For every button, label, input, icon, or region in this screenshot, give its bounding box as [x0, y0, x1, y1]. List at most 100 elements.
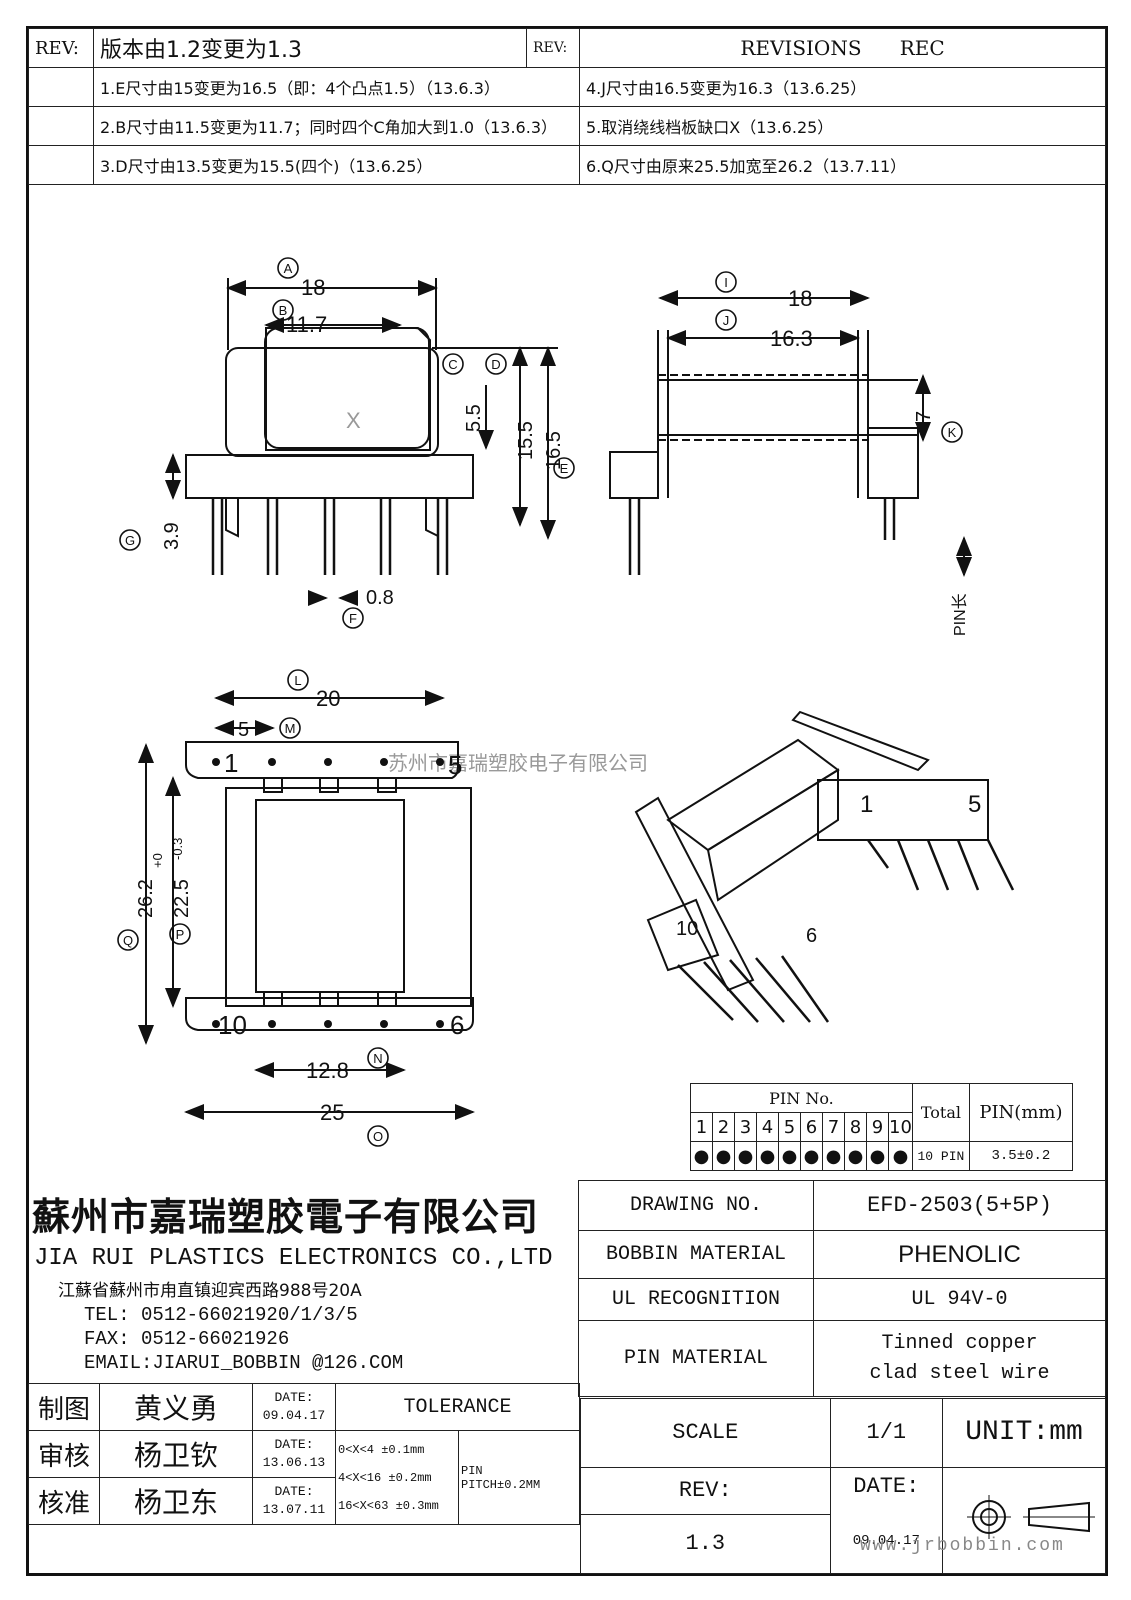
dim-m: 5 — [238, 719, 249, 741]
dim-16-5: 16.5 — [543, 431, 565, 470]
isometric-view: 1 5 10 6 — [634, 710, 1015, 1023]
pin-filled-dot: ● — [844, 1141, 867, 1171]
pin-filled-dot: ● — [822, 1141, 845, 1171]
dim-n: 12.8 — [306, 1058, 349, 1083]
dim-b: 11.7 — [286, 312, 327, 337]
revision-table: REV: 版本由1.2变更为1.3 REV: REVISIONS REC 1.E… — [28, 28, 1106, 185]
revision-item-5: 5.取消绕线档板缺口X（13.6.25） — [579, 106, 1106, 146]
dim-j: 16.3 — [770, 326, 813, 351]
marker-a: A — [284, 261, 293, 276]
dim-l: 20 — [316, 686, 340, 711]
pin-no-header: PIN No. — [690, 1083, 913, 1113]
marker-n: N — [373, 1051, 382, 1066]
pin-filled-dot: ● — [690, 1141, 713, 1171]
company-block: 蘇州市嘉瑞塑胶電子有限公司 JIA RUI PLASTICS ELECTRONI… — [28, 1180, 578, 1385]
date-approver: DATE:13.07.11 — [252, 1477, 336, 1525]
pin-number: 4 — [756, 1112, 779, 1142]
dim-15-5: 15.5 — [515, 421, 537, 460]
rev-value-footer: 1.3 — [580, 1513, 831, 1575]
dim-f: 0.8 — [366, 587, 394, 609]
bobbin-material-value: PHENOLIC — [813, 1230, 1106, 1279]
pin-number: 7 — [822, 1112, 845, 1142]
marker-j: J — [723, 313, 730, 328]
pin-mm-header: PIN(mm) — [968, 1083, 1073, 1142]
revision-item-1: 1.E尺寸由15变更为16.5（即：4个凸点1.5）（13.6.3） — [93, 67, 580, 107]
dim-k: 7 — [913, 411, 935, 422]
company-address: 江蘇省蘇州市甪直镇迎宾西路988号20A — [58, 1281, 362, 1301]
pin-filled-dot: ● — [866, 1141, 889, 1171]
dim-g: 3.9 — [161, 522, 183, 550]
tol-plus: +0 — [150, 853, 165, 868]
total-value: 10 PIN — [911, 1141, 970, 1171]
drawing-no-label: DRAWING NO. — [578, 1180, 814, 1231]
marker-q: Q — [123, 933, 133, 948]
role-drafter: 制图 — [28, 1383, 100, 1431]
date-drafter: DATE:09.04.17 — [252, 1383, 336, 1431]
pin-number: 1 — [690, 1112, 713, 1142]
pin-10-label: 10 — [218, 1010, 247, 1040]
tolerance-header: TOLERANCE — [335, 1383, 580, 1431]
revision-item-6: 6.Q尺寸由原来25.5加宽至26.2（13.7.11） — [579, 145, 1106, 185]
rev-label: REV: — [28, 28, 94, 68]
marker-g: G — [125, 533, 135, 548]
dim-q: 26.2 — [135, 879, 157, 918]
marker-d: D — [491, 357, 500, 372]
dim-a: 18 — [301, 275, 325, 300]
pin-number: 5 — [778, 1112, 801, 1142]
pin-number: 6 — [800, 1112, 823, 1142]
watermark-text: 苏州市嘉瑞塑胶电子有限公司 — [388, 752, 648, 775]
scale-rev-table: SCALE 1/1 UNIT:mm REV: DATE: 09.04.17 1.… — [580, 1398, 1106, 1575]
pin-length-value: 3.5±0.2 — [968, 1141, 1073, 1171]
marker-p: P — [176, 927, 185, 942]
ul-recognition-label: UL RECOGNITION — [578, 1278, 814, 1321]
circle-markers — [117, 257, 963, 1147]
pin-number: 3 — [734, 1112, 757, 1142]
pin-6-label: 6 — [450, 1010, 464, 1040]
website: www.jrbobbin.com — [860, 1536, 1065, 1556]
rev-label-footer: REV: — [580, 1466, 831, 1515]
pin-filled-dot: ● — [756, 1141, 779, 1171]
company-name-en: JIA RUI PLASTICS ELECTRONICS CO.,LTD — [34, 1245, 553, 1272]
marker-b: B — [279, 303, 288, 318]
dim-i: 18 — [788, 286, 812, 311]
pin-number: 8 — [844, 1112, 867, 1142]
marker-i: I — [724, 275, 728, 290]
pin-1-label: 1 — [224, 748, 238, 778]
drawing-no-value: EFD-2503(5+5P) — [813, 1180, 1106, 1231]
marker-f: F — [349, 611, 357, 626]
scale-label: SCALE — [580, 1398, 831, 1468]
dim-p: 22.5 — [171, 879, 193, 918]
pin-number: 2 — [712, 1112, 735, 1142]
name-approver: 杨卫东 — [99, 1477, 253, 1525]
revision-item-4: 4.J尺寸由16.5变更为16.3（13.6.25） — [579, 67, 1106, 107]
revisions-header: REVISIONS REC — [579, 28, 1106, 68]
bottom-view: 20 5 1 5 10 6 12.8 25 26.2 22.5 +0 -0.3 — [135, 686, 475, 1125]
drawing-frame — [26, 26, 1108, 1576]
revision-item-3: 3.D尺寸由13.5变更为15.5(四个)（13.6.25） — [93, 145, 580, 185]
pin-filled-dot: ● — [888, 1141, 913, 1171]
pin-material-value: Tinned copper clad steel wire — [813, 1320, 1106, 1397]
version-change: 版本由1.2变更为1.3 — [93, 28, 527, 68]
x-mark: X — [346, 408, 361, 433]
pin-filled-dot: ● — [734, 1141, 757, 1171]
pin-filled-dot: ● — [712, 1141, 735, 1171]
iso-pin-10: 10 — [676, 918, 698, 940]
rev-label-2: REV: — [526, 28, 580, 68]
iso-pin-1: 1 — [860, 791, 873, 818]
date-block: DATE: 09.04.17 — [829, 1466, 944, 1575]
dim-o: 25 — [320, 1100, 344, 1125]
front-view: 0.8 18 11.7 X 5.5 15.5 16.5 3.9 — [161, 275, 565, 609]
role-approver: 核准 — [28, 1477, 100, 1525]
pin-5-label: 5 — [448, 750, 462, 780]
company-name-cn: 蘇州市嘉瑞塑胶電子有限公司 — [32, 1194, 540, 1239]
projection-symbol — [942, 1466, 1106, 1575]
marker-e: E — [560, 461, 569, 476]
spec-table: DRAWING NO. EFD-2503(5+5P) BOBBIN MATERI… — [578, 1180, 1106, 1397]
marker-l: L — [294, 673, 301, 688]
name-drafter: 黄义勇 — [99, 1383, 253, 1431]
pin-table: PIN No. Total PIN(mm) 1 2 3 4 5 6 7 8 9 … — [690, 1083, 1073, 1171]
iso-pin-6: 6 — [806, 925, 817, 947]
scale-value: 1/1 — [829, 1398, 944, 1468]
